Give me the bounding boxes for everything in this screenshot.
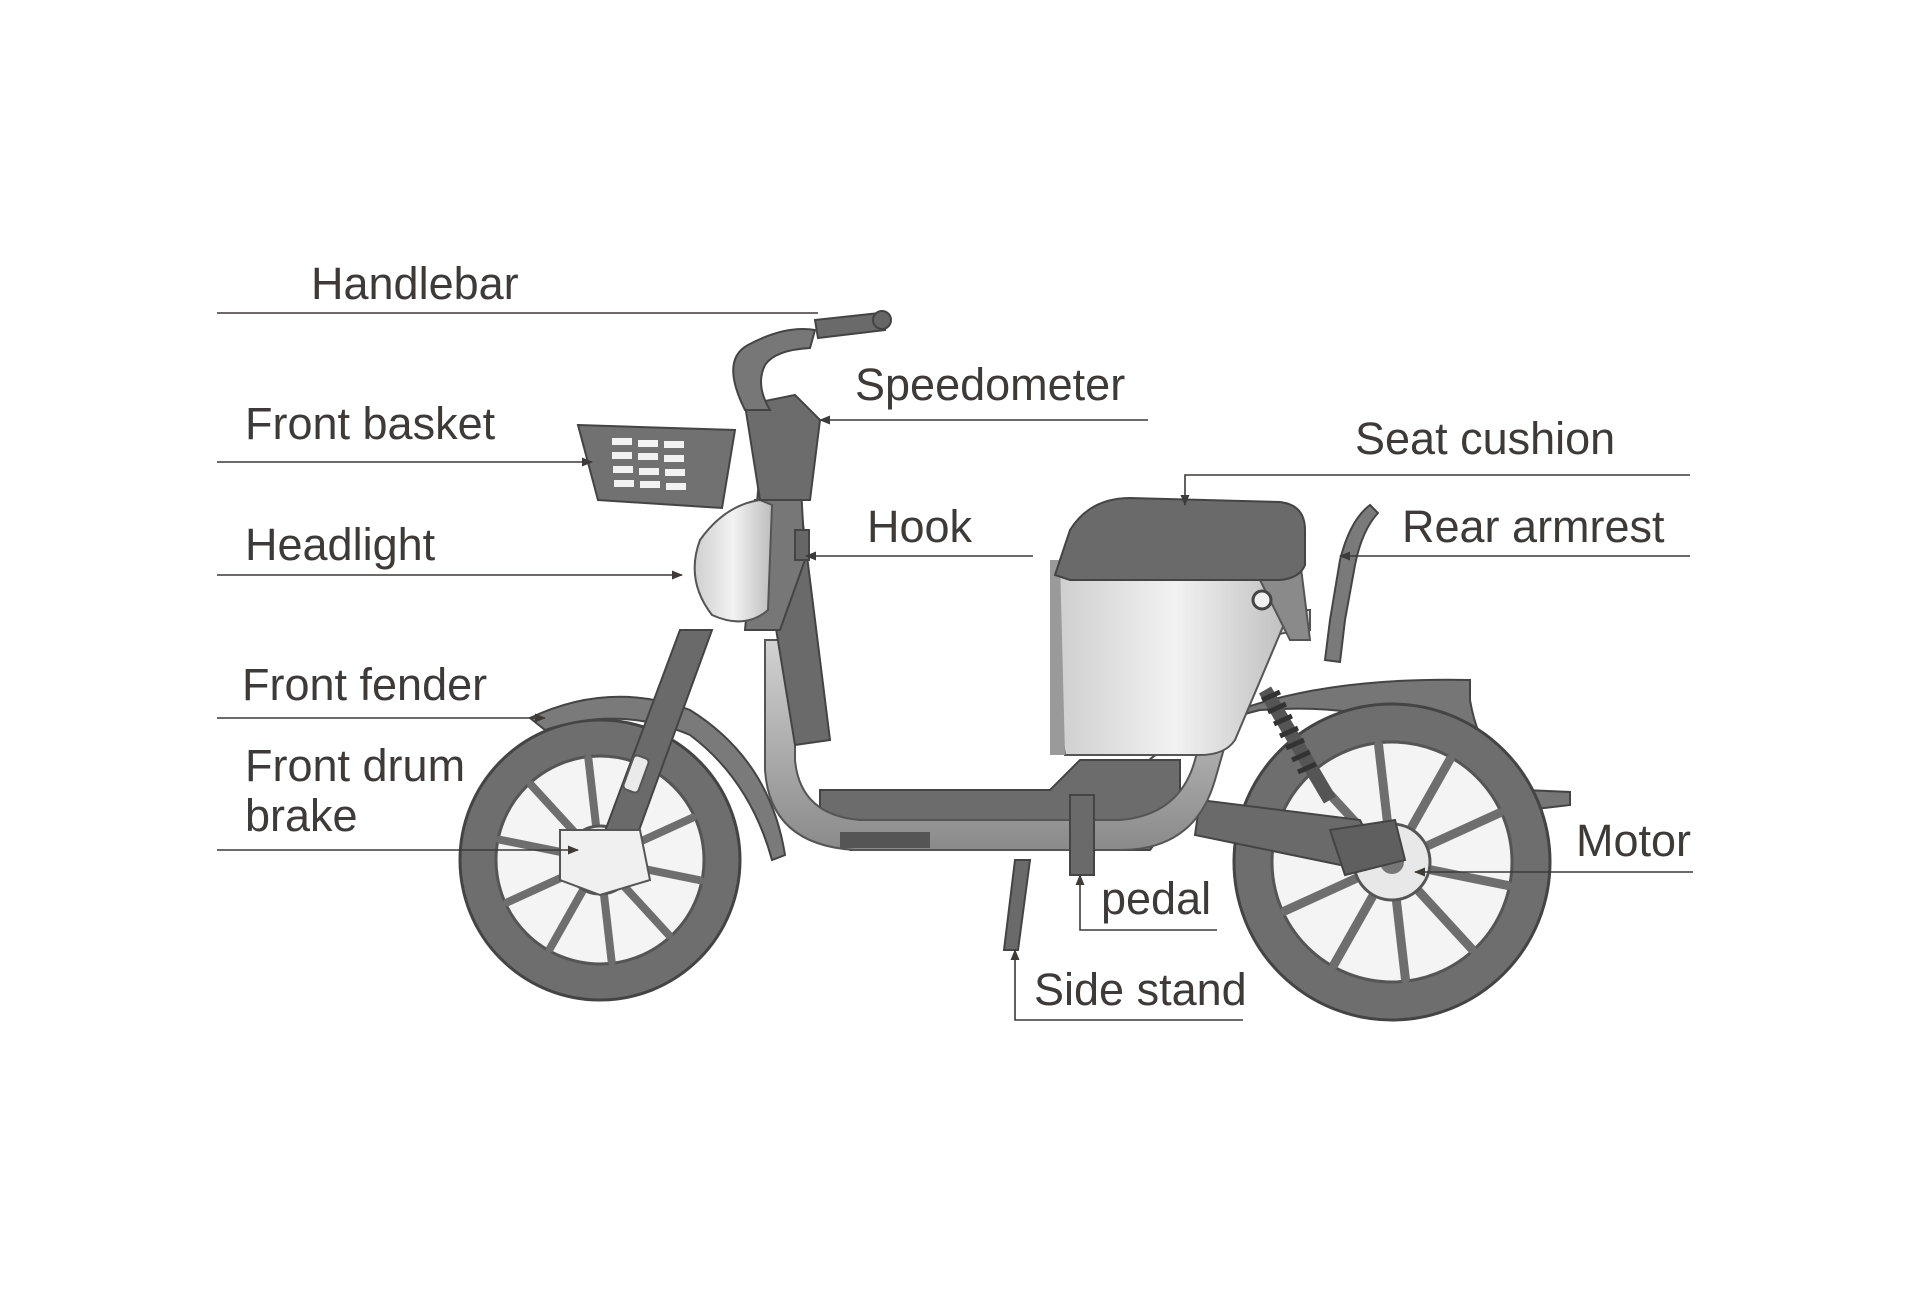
leader-side-stand bbox=[1010, 948, 1243, 1021]
speedometer-head bbox=[743, 393, 822, 501]
leader-lines bbox=[217, 312, 1693, 1021]
label-front-fender: Front fender bbox=[242, 659, 488, 710]
label-hook: Hook bbox=[867, 501, 973, 552]
front-wheel-spoke bbox=[600, 891, 616, 966]
headlight bbox=[693, 498, 774, 623]
label-pedal: pedal bbox=[1101, 873, 1212, 924]
label-handlebar: Handlebar bbox=[311, 258, 519, 309]
handlebar-grip bbox=[813, 311, 887, 340]
motor-housing bbox=[1328, 818, 1407, 877]
battery-cover bbox=[1057, 559, 1293, 756]
front-wheel-spoke bbox=[503, 870, 572, 907]
label-headlight: Headlight bbox=[245, 519, 436, 570]
side-body bbox=[1050, 560, 1065, 755]
label-rear-armrest: Rear armrest bbox=[1402, 501, 1665, 552]
front-wheel-spoke bbox=[620, 882, 673, 940]
front-basket bbox=[576, 423, 737, 510]
rear-wheel-spoke bbox=[1407, 754, 1455, 832]
rear-wheel-spoke bbox=[1329, 892, 1377, 970]
drum-brake-plate bbox=[559, 829, 652, 897]
rear-wheel-spoke bbox=[1374, 740, 1392, 827]
pedal-bracket bbox=[1069, 794, 1095, 876]
handlebar-stem bbox=[732, 328, 817, 411]
front-fender bbox=[528, 695, 787, 862]
rear-wheel-spoke bbox=[1280, 874, 1361, 916]
side-bolt bbox=[1251, 589, 1273, 611]
side-stand bbox=[1002, 859, 1032, 951]
label-side-stand: Side stand bbox=[1034, 964, 1247, 1015]
front-wheel-spoke bbox=[584, 754, 600, 829]
rear-wheel-spoke bbox=[1414, 886, 1477, 954]
label-front-drum-brake: Front drum brake bbox=[245, 740, 466, 842]
label-speedometer: Speedometer bbox=[855, 359, 1126, 410]
label-motor: Motor bbox=[1576, 815, 1692, 866]
rear-shock bbox=[1258, 686, 1337, 804]
rear-wheel-spoke bbox=[1392, 897, 1410, 984]
fork-reflector bbox=[622, 754, 650, 794]
front-wheel-spoke bbox=[527, 780, 580, 838]
rear-wheel-spoke bbox=[1423, 808, 1504, 850]
floor-step bbox=[840, 832, 930, 848]
seat bbox=[1053, 496, 1306, 581]
rear-armrest bbox=[1323, 503, 1380, 664]
label-front-basket: Front basket bbox=[245, 398, 496, 449]
label-seat-cushion: Seat cushion bbox=[1355, 413, 1616, 464]
leader-seat-cushion bbox=[1180, 474, 1690, 507]
front-wheel-spoke bbox=[545, 887, 587, 953]
leader-pedal bbox=[1075, 873, 1217, 931]
